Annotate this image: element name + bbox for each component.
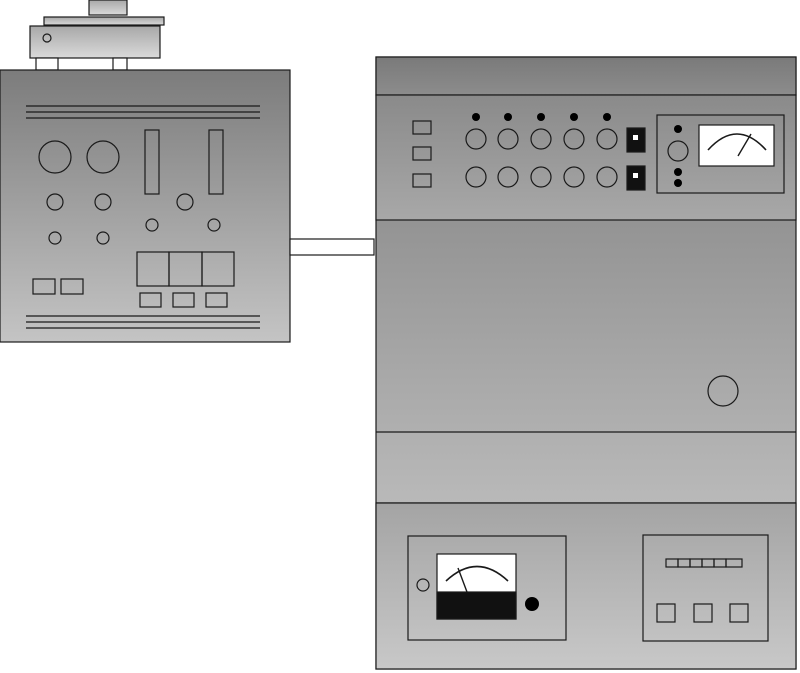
connector-cable: [289, 238, 375, 256]
gauge-arc-icon: [445, 565, 509, 582]
meter-scale-band: [436, 591, 517, 620]
gauge-needle-icon: [457, 567, 468, 593]
meter-small-knob[interactable]: [416, 578, 430, 592]
small-knob[interactable]: [207, 218, 221, 232]
support-leg-left: [35, 57, 59, 71]
indicator-dot: [674, 168, 682, 176]
panel-knob[interactable]: [465, 166, 487, 188]
push-button[interactable]: [656, 603, 676, 623]
panel-knob[interactable]: [497, 128, 519, 150]
push-button[interactable]: [729, 603, 749, 623]
vertical-slider[interactable]: [144, 129, 160, 195]
indicator-dots: [472, 113, 611, 121]
panel-knob[interactable]: [530, 128, 552, 150]
push-button[interactable]: [693, 603, 713, 623]
small-knob[interactable]: [46, 193, 64, 211]
cabinet-header: [375, 56, 797, 96]
panel-button[interactable]: [412, 120, 432, 135]
panel-knob[interactable]: [497, 166, 519, 188]
rect-button[interactable]: [172, 292, 195, 308]
panel-knob[interactable]: [530, 166, 552, 188]
small-knob[interactable]: [145, 218, 159, 232]
toggle-light-icon: [633, 135, 638, 140]
panel-knob[interactable]: [563, 166, 585, 188]
panel-knob[interactable]: [563, 128, 585, 150]
panel-button[interactable]: [412, 173, 432, 188]
meter-lamp-icon: [525, 597, 539, 611]
meter-face-upper: [698, 124, 775, 167]
panel-knob[interactable]: [596, 128, 618, 150]
support-leg-right: [112, 57, 128, 71]
small-knob[interactable]: [176, 193, 194, 211]
right-cabinet: [375, 56, 797, 670]
top-rail: [43, 16, 165, 26]
meter-module-lower: [407, 535, 567, 641]
indicator-dot: [674, 125, 682, 133]
large-knob[interactable]: [38, 140, 72, 174]
cabinet-knob[interactable]: [707, 375, 739, 407]
toggle-light-icon: [633, 173, 638, 178]
gauge-needle-icon: [737, 133, 752, 157]
panel-knob[interactable]: [465, 128, 487, 150]
top-cap: [88, 0, 128, 16]
meter-knob[interactable]: [667, 140, 689, 162]
panel-button[interactable]: [412, 146, 432, 161]
panel-knob[interactable]: [596, 166, 618, 188]
switch-block[interactable]: [201, 251, 235, 287]
meter-module-upper: [656, 114, 785, 194]
rect-button[interactable]: [139, 292, 162, 308]
screw-icon: [42, 33, 52, 43]
rect-button[interactable]: [60, 278, 84, 295]
rect-button[interactable]: [32, 278, 56, 295]
large-knob[interactable]: [86, 140, 120, 174]
display-module: [642, 534, 769, 642]
gauge-arc-icon: [707, 133, 767, 151]
mounting-plate: [29, 25, 161, 59]
small-knob[interactable]: [96, 231, 110, 245]
left-unit: [0, 0, 291, 343]
indicator-dot: [674, 179, 682, 187]
rect-button[interactable]: [205, 292, 228, 308]
vertical-slider[interactable]: [208, 129, 224, 195]
small-knob[interactable]: [94, 193, 112, 211]
left-unit-body: [0, 69, 291, 343]
segment-display: [665, 558, 743, 568]
small-knob[interactable]: [48, 231, 62, 245]
